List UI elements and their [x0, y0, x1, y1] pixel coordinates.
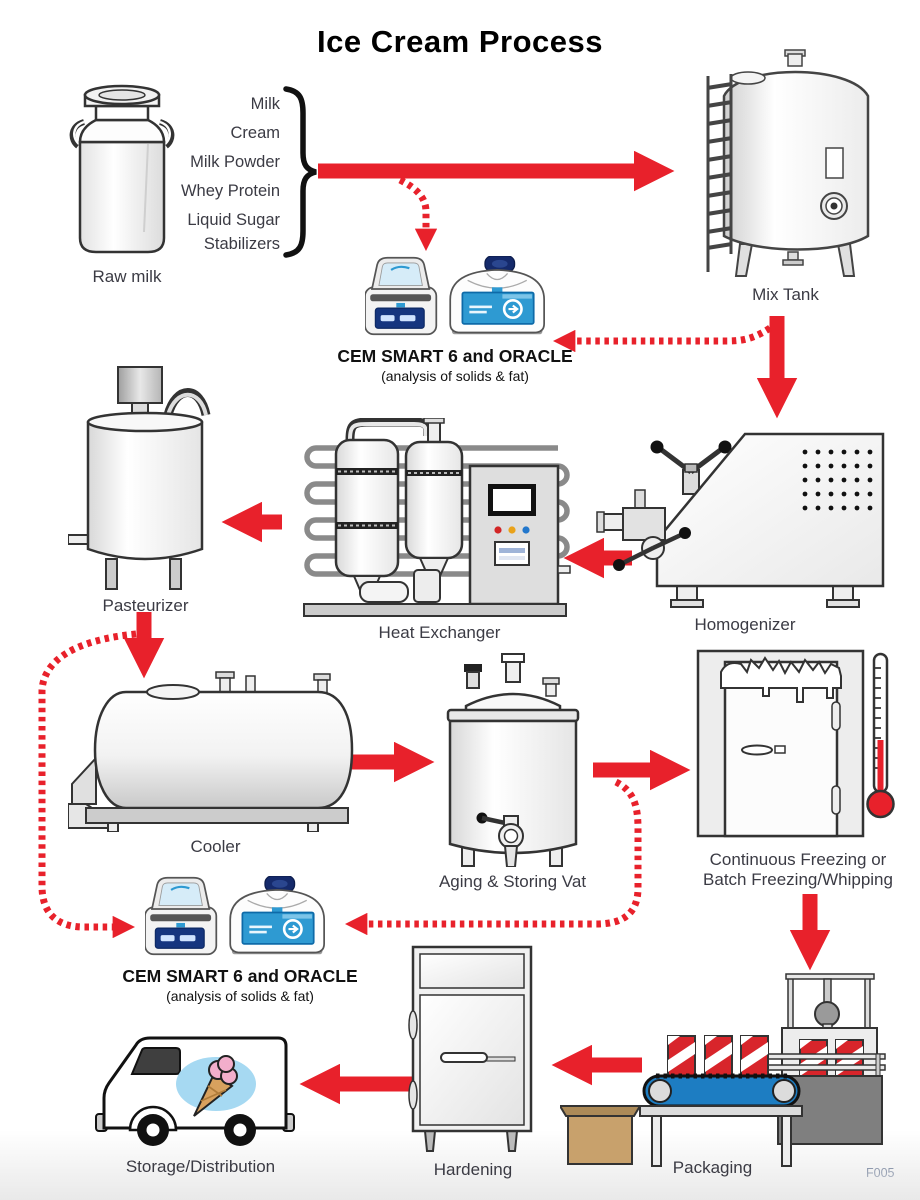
- pasteurizer-illustration: [68, 366, 211, 590]
- ingredient-item: Liquid Sugar: [187, 211, 280, 229]
- aging-vat-illustration: [446, 653, 580, 867]
- packaging-line-illustration: [560, 973, 886, 1167]
- dotted-arrow-pasteurizer-to-cem2: [38, 630, 137, 939]
- node-heat-exchanger: Heat Exchanger: [302, 418, 577, 643]
- raw-milk-label: Raw milk: [92, 267, 162, 286]
- node-cooler: Cooler: [68, 670, 363, 857]
- heat-exchanger-label: Heat Exchanger: [378, 623, 501, 642]
- node-raw-milk: Raw milk: [52, 82, 202, 287]
- carton-icon: [667, 1035, 769, 1077]
- node-hardening: Hardening: [403, 945, 543, 1180]
- pasteurizer-label: Pasteurizer: [102, 596, 189, 615]
- ice-cream-cone-icon: [193, 1055, 238, 1117]
- dotted-arrow-ingredients-to-cem1: [398, 176, 438, 252]
- cooler-label: Cooler: [190, 837, 241, 856]
- heat-exchanger-illustration: [303, 418, 571, 617]
- cem-smart6-oracle-illustration: [365, 256, 545, 336]
- node-cem-station-1: CEM SMART 6 and ORACLE (analysis of soli…: [330, 256, 580, 384]
- cem1-sublabel: (analysis of solids & fat): [381, 368, 529, 384]
- node-mix-tank: Mix Tank: [688, 48, 883, 305]
- mix-tank-illustration: [706, 49, 870, 277]
- node-homogenizer: Homogenizer: [595, 428, 895, 635]
- ice-cream-truck-illustration: [95, 1036, 295, 1146]
- milk-can-illustration: [69, 84, 175, 254]
- dotted-arrow-mixtank-to-cem1: [552, 325, 772, 353]
- ingredient-item: Whey Protein: [180, 182, 280, 200]
- node-freezing: Continuous Freezing or Batch Freezing/Wh…: [693, 646, 903, 890]
- freezer-illustration: [696, 649, 895, 838]
- dotted-arrow-vat-to-cem2: [344, 778, 642, 936]
- ingredient-list: Milk Cream Milk Powder Whey Protein Liqu…: [130, 90, 280, 254]
- storage-label: Storage/Distribution: [125, 1157, 276, 1176]
- node-storage-distribution: Storage/Distribution: [88, 1028, 313, 1177]
- freezing-label-line1: Continuous Freezing or: [709, 850, 887, 869]
- homogenizer-illustration: [596, 432, 885, 608]
- packaging-label: Packaging: [672, 1158, 753, 1177]
- ingredient-item: Milk Powder: [190, 153, 280, 171]
- node-cem-station-2: CEM SMART 6 and ORACLE (analysis of soli…: [115, 876, 365, 1004]
- page-title: Ice Cream Process: [317, 24, 603, 59]
- aging-vat-label: Aging & Storing Vat: [438, 872, 587, 891]
- hardening-cabinet-illustration: [408, 945, 533, 1152]
- cem-smart6-oracle-illustration: [145, 876, 325, 956]
- ingredient-item: Cream: [230, 124, 280, 142]
- cem2-sublabel: (analysis of solids & fat): [166, 988, 314, 1004]
- ingredient-item: Stabilizers: [203, 235, 280, 253]
- cardboard-box-icon: [560, 1105, 642, 1165]
- node-packaging: Packaging: [560, 966, 905, 1178]
- cem1-label: CEM SMART 6 and ORACLE: [337, 346, 573, 366]
- node-pasteurizer: Pasteurizer: [68, 363, 223, 616]
- node-aging-vat: Aging & Storing Vat: [430, 650, 595, 892]
- ingredients-brace: [282, 86, 320, 258]
- ingredient-item: Milk: [250, 95, 280, 113]
- hardening-label: Hardening: [433, 1160, 513, 1179]
- freezing-label-line2: Batch Freezing/Whipping: [703, 870, 893, 889]
- mix-tank-label: Mix Tank: [752, 285, 819, 304]
- thermometer-icon: [866, 652, 895, 819]
- cem2-label: CEM SMART 6 and ORACLE: [122, 966, 358, 986]
- homogenizer-label: Homogenizer: [694, 615, 796, 634]
- cooler-illustration: [68, 671, 354, 832]
- curly-brace-icon: [283, 86, 317, 258]
